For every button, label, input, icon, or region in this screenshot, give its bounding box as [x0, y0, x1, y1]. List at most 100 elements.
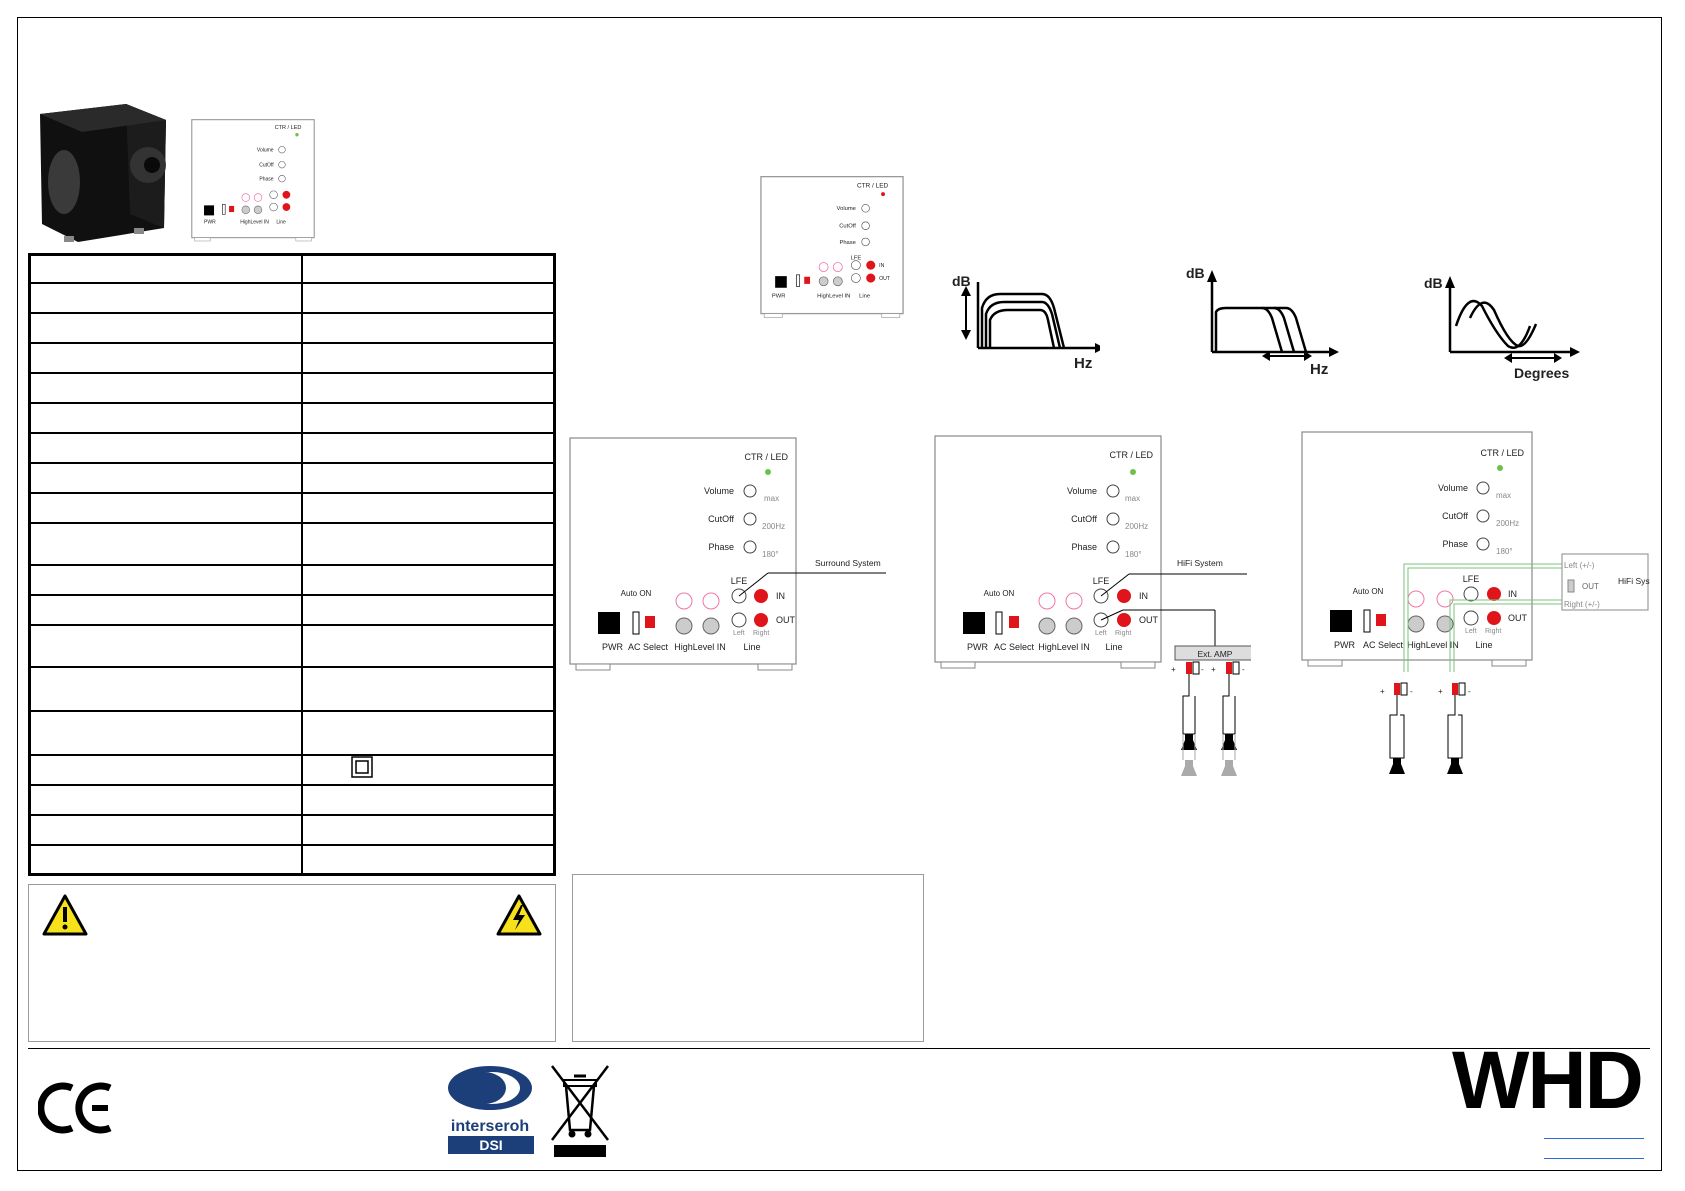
- svg-text:Volume: Volume: [837, 206, 856, 212]
- svg-text:OUT: OUT: [1508, 613, 1528, 623]
- svg-text:dB: dB: [952, 273, 971, 289]
- ce-mark-logo: CE: [38, 1082, 112, 1134]
- svg-text:IN: IN: [1508, 589, 1517, 599]
- page-frame: [17, 17, 1662, 1171]
- svg-text:CTR / LED: CTR / LED: [744, 452, 788, 462]
- svg-text:LFE: LFE: [851, 255, 862, 261]
- table-row: [28, 563, 556, 596]
- svg-text:Hz: Hz: [1310, 361, 1328, 378]
- warning-icon: [42, 894, 88, 936]
- volume-graph: dB Hz: [952, 273, 1100, 372]
- table-row: [28, 461, 556, 494]
- back-panel-thumbnail: CTR / LED Volume CutOff Phase PWR HighLe…: [191, 119, 315, 242]
- subwoofer-photo: [40, 104, 166, 242]
- svg-text:Degrees: Degrees: [1514, 365, 1569, 381]
- svg-text:Left: Left: [1465, 628, 1477, 635]
- svg-text:Auto ON: Auto ON: [1353, 587, 1384, 596]
- svg-text:max: max: [1125, 494, 1140, 503]
- svg-text:CTR / LED: CTR / LED: [1109, 450, 1153, 460]
- table-row: [28, 843, 556, 876]
- svg-text:CTR / LED: CTR / LED: [1480, 448, 1524, 458]
- svg-text:max: max: [764, 494, 779, 503]
- surround-wiring-diagram: CTR / LED Volume max CutOff 200Hz Phase …: [569, 437, 886, 671]
- svg-text:Left: Left: [733, 630, 745, 637]
- svg-text:PWR: PWR: [772, 293, 786, 299]
- specifications-table: [28, 253, 556, 876]
- svg-text:DSI: DSI: [479, 1137, 502, 1153]
- svg-text:180°: 180°: [1496, 547, 1513, 556]
- svg-text:Auto ON: Auto ON: [984, 589, 1015, 598]
- svg-text:Right: Right: [1115, 630, 1131, 637]
- svg-text:Hz: Hz: [1074, 355, 1092, 372]
- svg-text:OUT: OUT: [1139, 615, 1159, 625]
- svg-text:IN: IN: [879, 263, 884, 269]
- svg-text:HighLevel IN: HighLevel IN: [674, 642, 726, 652]
- svg-text:200Hz: 200Hz: [1496, 519, 1519, 528]
- svg-text:OUT: OUT: [879, 276, 891, 282]
- table-row: [28, 521, 556, 566]
- svg-text:CTR / LED: CTR / LED: [275, 125, 302, 131]
- weee-bin-icon: [551, 1065, 609, 1157]
- svg-text:CutOff: CutOff: [839, 224, 856, 230]
- table-row: [28, 491, 556, 524]
- svg-text:PWR: PWR: [204, 220, 216, 226]
- svg-text:Line: Line: [1475, 640, 1492, 650]
- class-ii-double-square-icon: [351, 756, 373, 778]
- svg-text:Surround System: Surround System: [815, 558, 881, 568]
- svg-text:Line: Line: [743, 642, 760, 652]
- svg-text:180°: 180°: [762, 550, 779, 559]
- svg-text:Right: Right: [753, 630, 769, 637]
- svg-text:Line: Line: [1105, 642, 1122, 652]
- svg-text:180°: 180°: [1125, 550, 1142, 559]
- svg-text:Line: Line: [276, 220, 286, 226]
- svg-text:200Hz: 200Hz: [1125, 522, 1148, 531]
- table-row: [28, 783, 556, 816]
- table-row: [28, 593, 556, 626]
- svg-text:CutOff: CutOff: [259, 162, 274, 168]
- table-row: [28, 281, 556, 314]
- table-row: [28, 401, 556, 434]
- svg-text:OUT: OUT: [1582, 582, 1599, 591]
- table-row: [28, 665, 556, 712]
- phase-graph: dB Degrees: [1424, 275, 1580, 381]
- table-row: [28, 709, 556, 756]
- svg-text:-: -: [1242, 665, 1245, 674]
- svg-text:Phase: Phase: [259, 176, 273, 182]
- svg-text:AC Select: AC Select: [1363, 640, 1404, 650]
- svg-text:IN: IN: [776, 591, 785, 601]
- svg-text:Right (+/-): Right (+/-): [1564, 600, 1600, 609]
- svg-text:max: max: [1496, 491, 1511, 500]
- blue-rule: [1544, 1158, 1644, 1159]
- svg-text:LFE: LFE: [1463, 574, 1480, 584]
- svg-text:Ext. AMP: Ext. AMP: [1198, 649, 1233, 659]
- svg-text:+: +: [1171, 665, 1176, 674]
- svg-text:Left: Left: [1095, 630, 1107, 637]
- svg-text:-: -: [1468, 687, 1471, 696]
- svg-text:CE: CE: [38, 1082, 40, 1083]
- svg-text:PWR: PWR: [602, 642, 623, 652]
- svg-text:Volume: Volume: [1438, 483, 1468, 493]
- interseroh-dsi-logo: interseroh DSI: [448, 1066, 534, 1154]
- svg-text:CutOff: CutOff: [1442, 511, 1468, 521]
- footer-divider: [28, 1048, 1650, 1049]
- blue-rule: [1544, 1138, 1644, 1139]
- svg-text:200Hz: 200Hz: [762, 522, 785, 531]
- svg-text:IN: IN: [1139, 591, 1148, 601]
- table-row: [28, 431, 556, 464]
- table-row: [28, 371, 556, 404]
- svg-text:Phase: Phase: [839, 240, 855, 246]
- svg-text:LFE: LFE: [1093, 576, 1110, 586]
- svg-text:+: +: [1211, 665, 1216, 674]
- svg-text:HiFi System: HiFi System: [1618, 576, 1650, 586]
- svg-text:Line: Line: [859, 293, 870, 299]
- svg-text:CutOff: CutOff: [708, 514, 734, 524]
- svg-text:CTR / LED: CTR / LED: [857, 183, 889, 190]
- table-row: [28, 311, 556, 344]
- svg-text:HiFi System: HiFi System: [1177, 558, 1223, 568]
- svg-text:+: +: [1380, 687, 1385, 696]
- svg-text:Phase: Phase: [708, 542, 734, 552]
- svg-text:Phase: Phase: [1442, 539, 1468, 549]
- brand-logo: WHD: [1452, 1035, 1644, 1126]
- svg-text:Auto ON: Auto ON: [621, 589, 652, 598]
- highlevel-wiring-diagram: CTR / LED Volume max CutOff 200Hz Phase …: [1301, 431, 1650, 774]
